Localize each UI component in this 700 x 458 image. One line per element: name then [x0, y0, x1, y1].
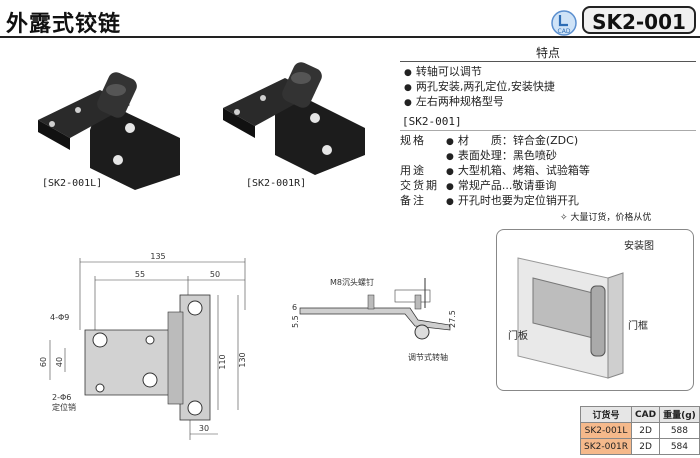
front-view-drawing: 135 55 50 110 130 60 40 30 4-Φ9 2-Φ6 定位销: [40, 252, 247, 440]
table-row: SK2-001L 2D 588: [579, 422, 700, 439]
features-divider: [400, 61, 696, 62]
spec-label: 用途: [400, 164, 426, 177]
spec-value: 材 质：锌合金(ZDC): [446, 134, 578, 147]
model-tag: [SK2-001]: [402, 115, 462, 128]
install-diagram: [496, 229, 694, 391]
spec-value: 表面处理：黑色喷砂: [446, 149, 557, 162]
dim-label: 40: [55, 357, 64, 367]
spec-row-usage: 用途 大型机箱、烤箱、试验箱等: [400, 163, 590, 180]
left-photo-caption: [SK2-001L]: [42, 178, 103, 189]
sparkle-icon: ✧: [560, 213, 571, 223]
note-text: 大量订货，价格从优: [570, 213, 652, 223]
dim-label: 2-Φ6: [52, 393, 71, 402]
weight-cell: 588: [659, 422, 700, 439]
side-label: 调节式转轴: [408, 352, 448, 362]
side-label: 27.5: [448, 310, 457, 328]
spec-value: 开孔时也要为定位销开孔: [446, 194, 579, 207]
bulk-order-note: ✧ 大量订货，价格从优: [560, 210, 651, 223]
hinge-photo-left: [38, 72, 180, 190]
spec-row-remark: 备注 开孔时也要为定位销开孔: [400, 193, 579, 210]
dim-label: 110: [218, 354, 227, 369]
spec-label: 交货期: [400, 179, 439, 192]
spec-row-surface: 表面处理：黑色喷砂: [400, 148, 557, 165]
header-divider: [0, 36, 700, 38]
header-cell: 订货号: [579, 406, 633, 423]
product-code: SK2-001: [582, 6, 696, 34]
side-view-drawing: M8沉头螺钉 27.5 5.5 6 调节式转轴: [291, 277, 457, 362]
install-illustration: [517, 257, 624, 379]
spec-label: 规格: [400, 134, 426, 147]
hinge-photo-right: [223, 62, 365, 175]
dim-label: 135: [150, 252, 165, 261]
dim-label: 4-Φ9: [50, 313, 69, 322]
spec-divider: [400, 130, 696, 131]
dim-label: 130: [238, 352, 247, 367]
features-heading: 特点: [535, 46, 560, 60]
spec-label: 备注: [400, 194, 426, 207]
door-panel-label: 门板: [508, 331, 528, 342]
cad-icon: CAD: [551, 10, 577, 36]
spec-row-material: 规格 材 质：锌合金(ZDC): [400, 133, 578, 150]
feature-item: 两孔安装,两孔定位,安装快捷: [404, 80, 555, 95]
dim-label: 55: [135, 270, 145, 279]
spec-value: 大型机箱、烤箱、试验箱等: [446, 164, 590, 177]
spec-value: 常规产品...敬请垂询: [446, 179, 556, 192]
cad-cell: 2D: [631, 438, 661, 455]
side-label: M8沉头螺钉: [330, 277, 374, 287]
header-cell: CAD: [631, 406, 661, 423]
table-header-row: 订货号 CAD 重量(g): [579, 406, 700, 423]
order-code: SK2-001L: [579, 422, 633, 439]
dim-label: 60: [40, 357, 48, 367]
door-frame-label: 门框: [628, 321, 648, 332]
dim-label: 30: [199, 424, 209, 433]
side-label: 6: [292, 303, 297, 312]
dim-label: 50: [210, 270, 220, 279]
table-row: SK2-001R 2D 584: [579, 438, 700, 455]
feature-item: 左右两种规格型号: [404, 95, 504, 110]
order-code: SK2-001R: [579, 438, 633, 455]
spec-row-delivery: 交货期常规产品...敬请垂询: [400, 178, 556, 195]
page-title: 外露式铰链: [6, 12, 122, 37]
cad-cell: 2D: [631, 422, 661, 439]
side-label: 5.5: [291, 315, 300, 328]
weight-cell: 584: [659, 438, 700, 455]
right-photo-caption: [SK2-001R]: [246, 178, 307, 189]
install-title: 安装图: [624, 241, 654, 252]
order-table: 订货号 CAD 重量(g) SK2-001L 2D 588 SK2-001R 2…: [579, 406, 700, 455]
dim-label: 定位销: [52, 402, 76, 412]
cad-badge-text: CAD: [558, 28, 571, 35]
feature-item: 转轴可以调节: [404, 65, 482, 80]
header-cell: 重量(g): [659, 406, 700, 423]
